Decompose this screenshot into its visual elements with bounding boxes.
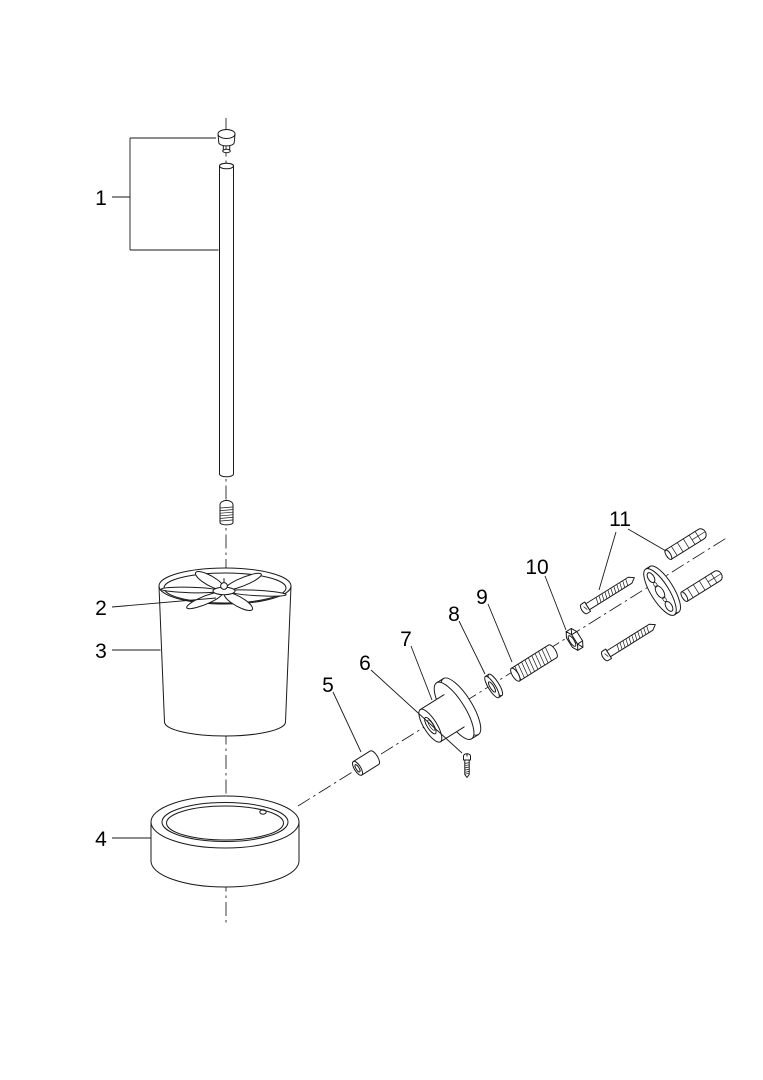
leader-2 xyxy=(111,597,217,608)
callout-label-7: 7 xyxy=(400,628,412,651)
callout-label-5: 5 xyxy=(322,674,334,697)
leader-1 xyxy=(112,137,219,251)
leader-8 xyxy=(458,620,486,675)
callout-label-10: 10 xyxy=(525,556,548,579)
hex-nut xyxy=(565,627,584,651)
handle-knob xyxy=(217,129,236,154)
callout-label-11: 11 xyxy=(609,508,631,531)
brush-handle xyxy=(217,129,236,526)
callout-label-2: 2 xyxy=(95,597,107,620)
fixing-kit xyxy=(578,526,725,663)
mounting-screw-1 xyxy=(578,572,638,616)
brush-head xyxy=(161,570,288,611)
callout-label-4: 4 xyxy=(95,828,107,851)
wall-anchor-2 xyxy=(679,568,725,603)
callout-label-6: 6 xyxy=(359,652,371,675)
leader-10 xyxy=(544,575,567,631)
mounting-screw-2 xyxy=(599,619,659,663)
centerlines xyxy=(225,118,729,925)
wall-anchor-1 xyxy=(663,526,709,561)
handle-thread-tip xyxy=(219,499,234,526)
callout-labels: 1 2 3 4 5 6 7 8 9 10 11 xyxy=(95,187,631,851)
callout-label-1: 1 xyxy=(95,187,107,210)
washer xyxy=(484,673,504,699)
handle-rod xyxy=(219,162,234,478)
callout-label-8: 8 xyxy=(448,603,460,626)
leader-9 xyxy=(487,603,513,663)
wall-bracket xyxy=(418,677,482,743)
callout-leaders xyxy=(111,137,667,839)
set-screw xyxy=(463,753,471,778)
container-base-ring xyxy=(150,795,300,888)
callout-label-9: 9 xyxy=(476,586,488,609)
leader-5 xyxy=(332,691,362,753)
callout-label-3: 3 xyxy=(95,640,107,663)
leader-7 xyxy=(410,645,433,701)
leader-6 xyxy=(370,669,463,754)
mounting-plate xyxy=(643,565,681,616)
leader-11 xyxy=(598,528,667,591)
threaded-stud xyxy=(510,644,558,682)
spacer-sleeve xyxy=(351,750,381,776)
